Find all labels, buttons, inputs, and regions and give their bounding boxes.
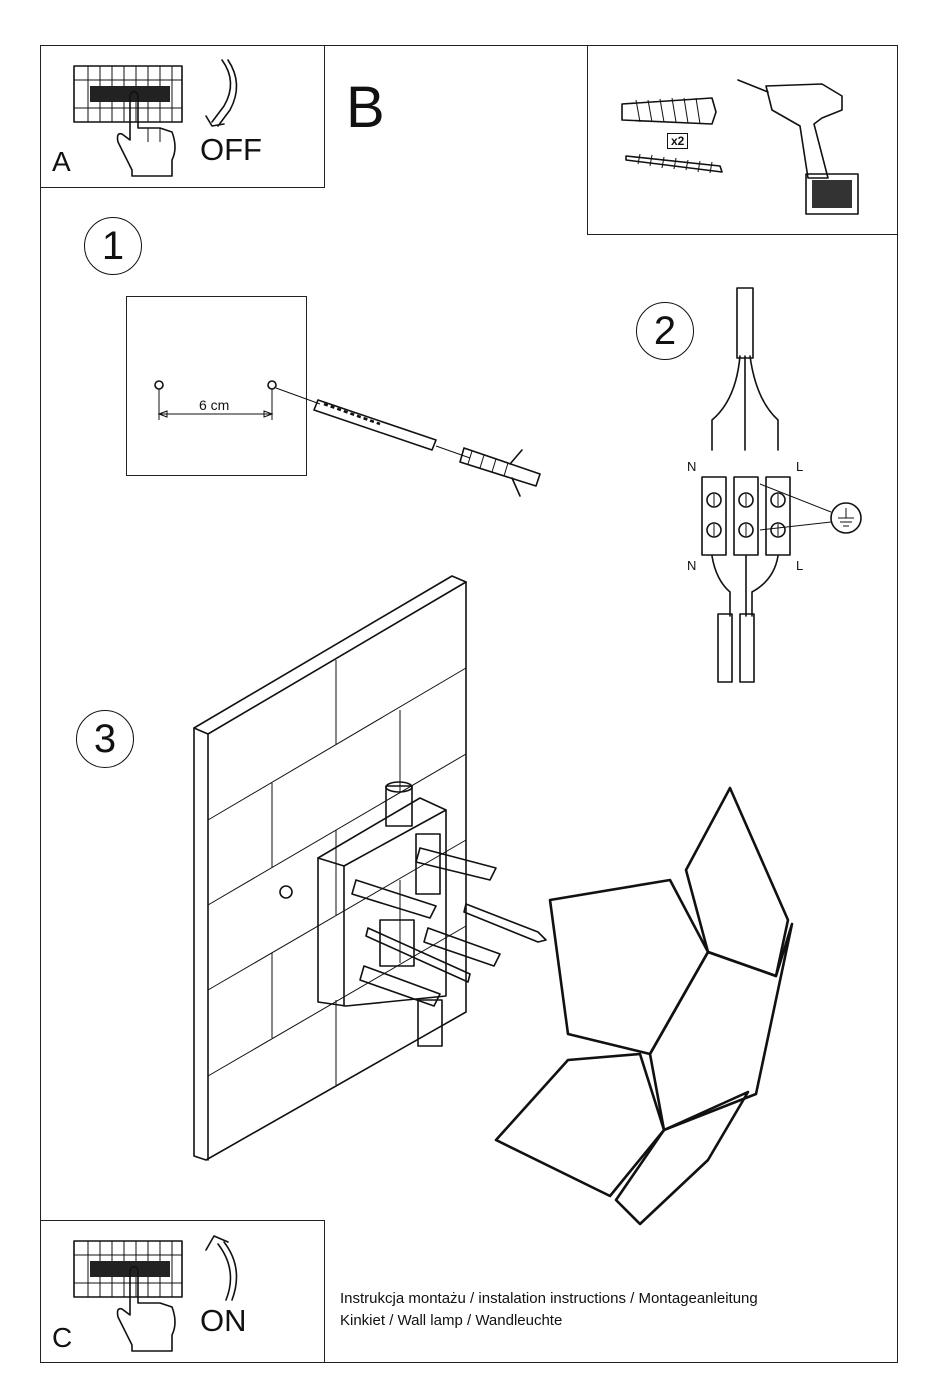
- drill-icon: [737, 79, 859, 215]
- terminal-block: [701, 476, 791, 556]
- panel-c-box: [40, 1220, 325, 1363]
- arrow-up-icon: [205, 1235, 238, 1301]
- panel-c-on-label: ON: [200, 1303, 247, 1338]
- breaker-panel-icon: [73, 65, 183, 123]
- screw-icon: [625, 153, 723, 174]
- tiled-wall: [193, 575, 467, 1161]
- lamp-wires: [711, 555, 779, 683]
- panel-a-letter: A: [52, 146, 71, 177]
- neutral-label-bottom: N: [687, 558, 697, 573]
- live-label-top: L: [796, 459, 804, 474]
- panel-a-off-label: OFF: [200, 132, 262, 167]
- tools-box: [587, 45, 898, 235]
- lamp-shade: [494, 786, 794, 1226]
- panel-c-letter: C: [52, 1322, 73, 1353]
- arrow-down-icon: [205, 59, 238, 127]
- breaker-panel-icon-c: [73, 1240, 183, 1298]
- wall-plug-icon: [621, 97, 717, 125]
- drill-distance-label: 6 cm: [199, 397, 230, 413]
- drill-bit-icon: [313, 399, 471, 459]
- fixing-screws: [279, 885, 547, 983]
- footer-instructions-line: Instrukcja montażu / instalation instruc…: [340, 1290, 758, 1307]
- outer-frame: [40, 45, 898, 1363]
- step-3-badge: 3: [76, 710, 134, 768]
- live-label-bottom: L: [796, 558, 804, 573]
- supply-cable: [711, 287, 779, 451]
- ground-symbol-icon: [759, 483, 862, 534]
- wall-template: [126, 296, 307, 476]
- step-2-badge: 2: [636, 302, 694, 360]
- step-1-badge: 1: [84, 217, 142, 275]
- footer-product-line: Kinkiet / Wall lamp / Wandleuchte: [340, 1312, 563, 1329]
- panel-a-box: [40, 45, 325, 188]
- panel-b-letter: B: [346, 75, 385, 140]
- drill-holes: [154, 380, 321, 420]
- quantity-badge: x2: [667, 133, 689, 149]
- hand-pointer-icon: [116, 90, 176, 177]
- hand-pointer-icon-c: [116, 1265, 176, 1352]
- mounting-plate: [317, 797, 447, 1007]
- neutral-label-top: N: [687, 459, 697, 474]
- mounting-rods: [351, 847, 501, 1007]
- wall-anchor-icon: [459, 447, 541, 497]
